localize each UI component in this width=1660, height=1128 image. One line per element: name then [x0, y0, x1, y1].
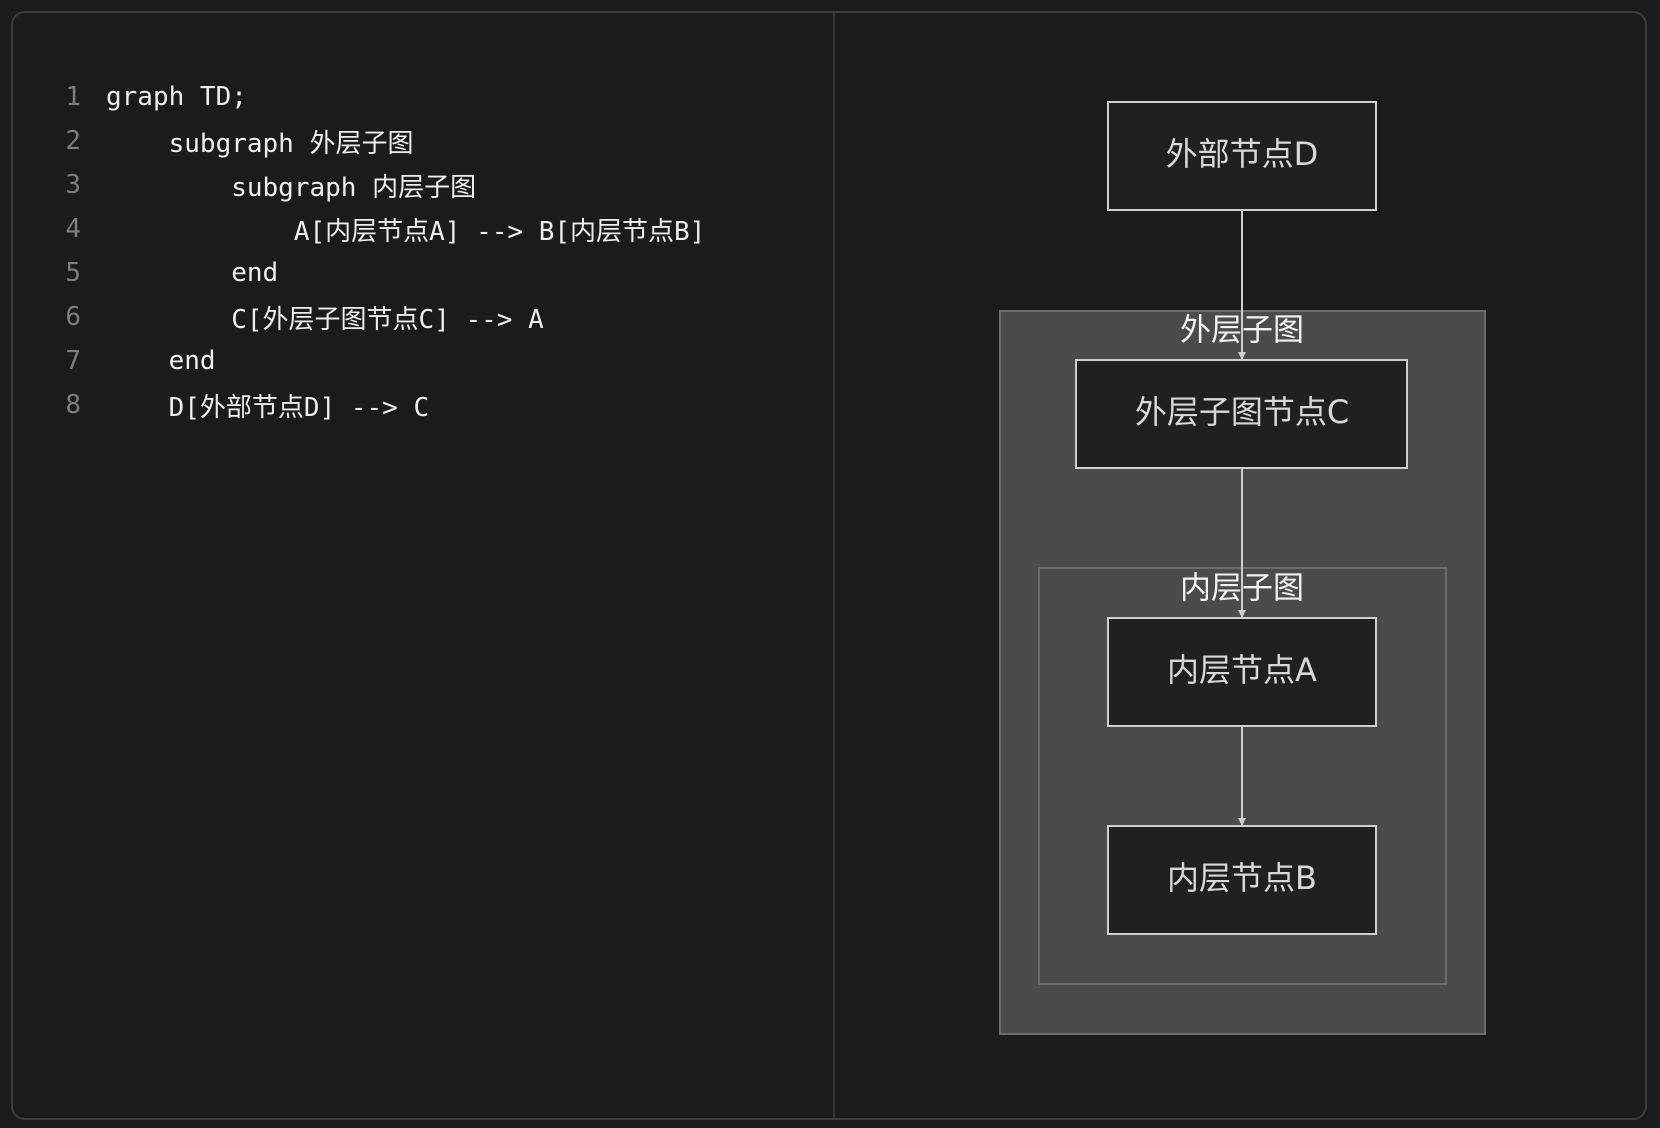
line-number: 7 [65, 346, 81, 376]
editor-window: 1 graph TD; 2 subgraph 外层子图 3 subgraph 内… [11, 11, 1647, 1120]
code-text[interactable]: C[外层子图节点C] --> A [106, 304, 544, 335]
line-number: 8 [65, 390, 81, 420]
code-text[interactable]: subgraph 外层子图 [106, 128, 414, 159]
code-line[interactable]: 7 end [13, 339, 216, 383]
node-c-label: 外层子图节点C [1135, 393, 1349, 431]
pane-divider[interactable] [833, 13, 835, 1118]
code-text[interactable]: D[外部节点D] --> C [106, 392, 430, 423]
code-line[interactable]: 1 graph TD; [13, 75, 247, 119]
code-line[interactable]: 4 A[内层节点A] --> B[内层节点B] [13, 207, 705, 251]
code-line[interactable]: 6 C[外层子图节点C] --> A [13, 295, 544, 339]
code-text[interactable]: end [106, 258, 279, 288]
line-number: 4 [65, 214, 81, 244]
node-b-label: 内层节点B [1167, 859, 1317, 897]
node-d[interactable] [1107, 101, 1377, 211]
node-a-label: 内层节点A [1167, 651, 1317, 689]
flowchart-preview: 外层子图 内层子图 外部节点D 外层子图节点C 内层节点A 内层节点B [999, 101, 1486, 1035]
node-c[interactable] [1075, 359, 1408, 469]
line-number: 6 [65, 302, 81, 332]
code-text[interactable]: A[内层节点A] --> B[内层节点B] [106, 216, 706, 247]
line-number: 3 [65, 170, 81, 200]
code-line[interactable]: 8 D[外部节点D] --> C [13, 383, 429, 427]
line-number: 1 [65, 82, 81, 112]
code-line[interactable]: 2 subgraph 外层子图 [13, 119, 414, 163]
line-number: 5 [65, 258, 81, 288]
node-a[interactable] [1107, 617, 1377, 727]
code-line[interactable]: 5 end [13, 251, 278, 295]
code-text[interactable]: graph TD; [106, 82, 247, 112]
code-text[interactable]: end [106, 346, 216, 376]
code-editor[interactable]: 1 graph TD; 2 subgraph 外层子图 3 subgraph 内… [13, 13, 833, 1118]
line-number: 2 [65, 126, 81, 156]
node-d-label: 外部节点D [1166, 135, 1319, 173]
code-text[interactable]: subgraph 内层子图 [106, 172, 477, 203]
code-line[interactable]: 3 subgraph 内层子图 [13, 163, 476, 207]
